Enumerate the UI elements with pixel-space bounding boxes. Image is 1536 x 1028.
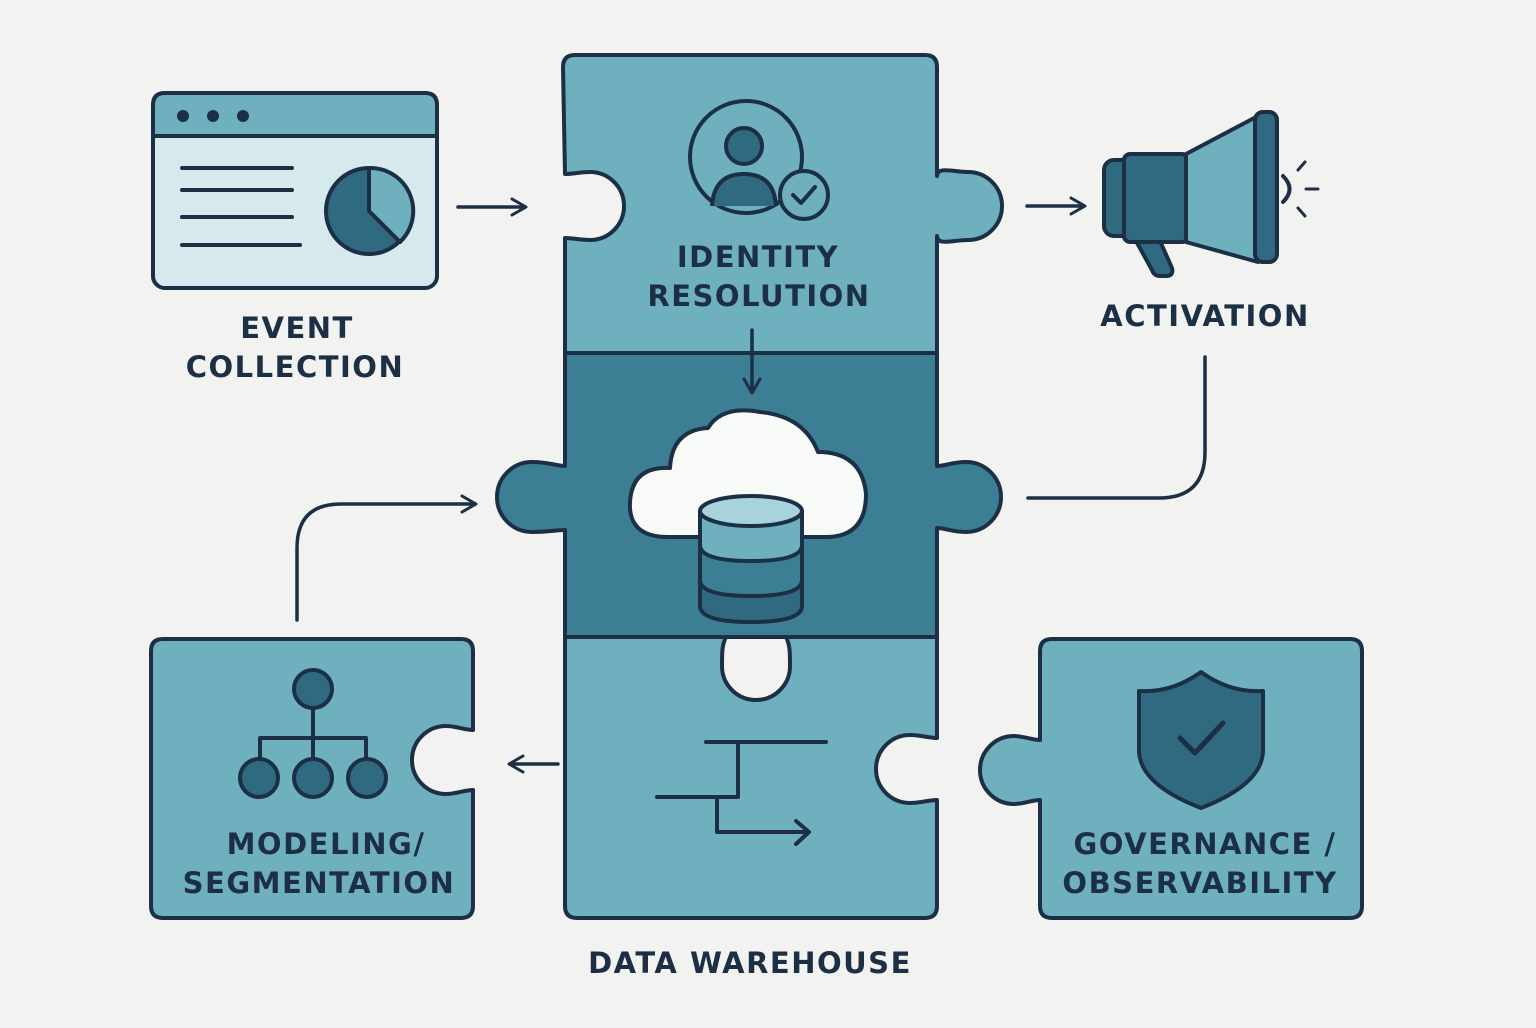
data-warehouse-label: DATA WAREHOUSE	[588, 946, 912, 980]
browser-window-pie-chart-icon	[151, 91, 439, 290]
megaphone-icon	[1102, 110, 1320, 278]
user-check-icon	[688, 99, 830, 221]
flow-arrow-icon	[655, 740, 828, 846]
event-collection-label-line2: COLLECTION	[186, 350, 404, 384]
modeling-segmentation-label-line2: SEGMENTATION	[183, 866, 456, 900]
transformation-piece	[563, 635, 939, 920]
modeling-segmentation-label-line1: MODELING/	[227, 827, 426, 861]
identity-resolution-label-line1: IDENTITY	[677, 240, 839, 274]
cloud-database-icon	[627, 408, 868, 624]
identity-resolution-label-line2: RESOLUTION	[647, 279, 870, 313]
connector-activation-to-warehouse	[1026, 355, 1207, 500]
shield-check-icon	[1137, 670, 1265, 810]
activation-label: ACTIVATION	[1100, 299, 1309, 333]
event-collection-label-line1: EVENT	[240, 311, 354, 345]
governance-observability-label-line1: GOVERNANCE /	[1073, 827, 1336, 861]
hierarchy-icon	[238, 668, 388, 799]
governance-observability-label-line2: OBSERVABILITY	[1062, 866, 1337, 900]
connector-modeling-to-warehouse	[295, 494, 478, 622]
